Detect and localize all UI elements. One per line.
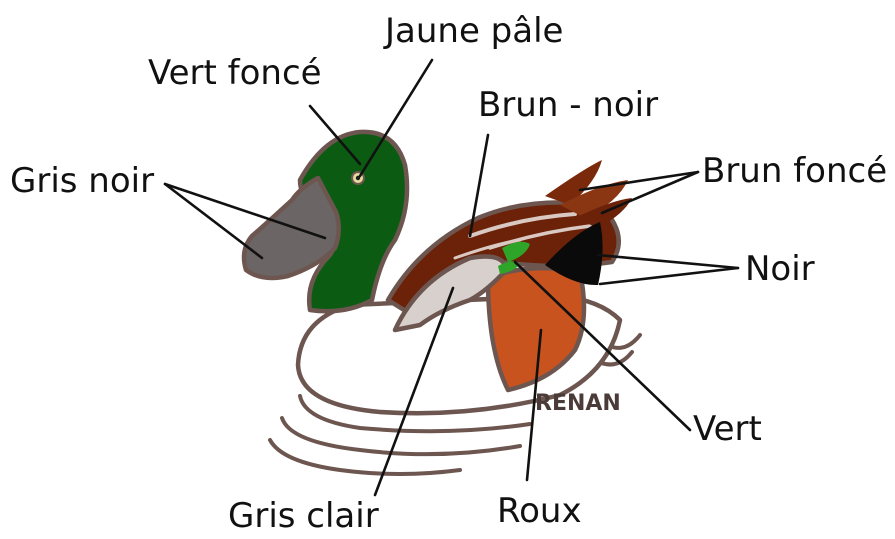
label-vert: Vert (693, 409, 762, 449)
artist-signature: RENAN (535, 391, 621, 416)
label-noir: Noir (745, 249, 815, 289)
leader-brun-fonce-a (580, 172, 698, 190)
leader-gris-noir-b (165, 184, 262, 258)
label-vert-fonce: Vert foncé (148, 53, 322, 93)
label-gris-clair: Gris clair (228, 496, 379, 536)
label-brun-fonce: Brun foncé (702, 151, 887, 191)
label-jaune-pale: Jaune pâle (383, 11, 563, 51)
leader-noir-a (598, 255, 738, 268)
leader-noir-b (600, 268, 738, 284)
label-gris-noir: Gris noir (10, 161, 154, 201)
label-brun-noir: Brun - noir (478, 85, 658, 125)
label-roux: Roux (497, 491, 582, 531)
